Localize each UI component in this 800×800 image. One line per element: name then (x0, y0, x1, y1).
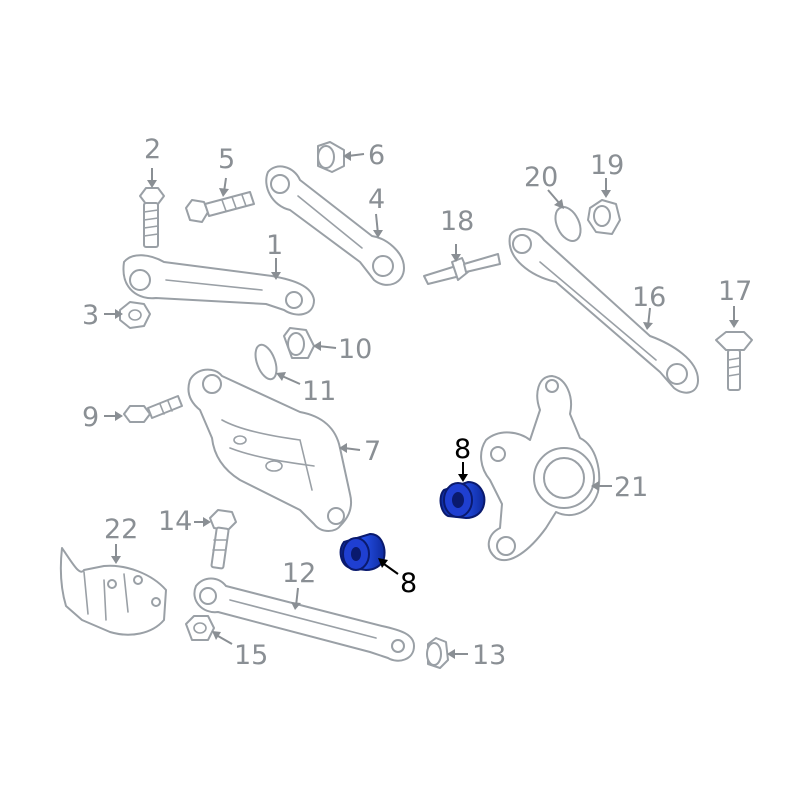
part-12-lateral-link[interactable] (193, 577, 415, 662)
callout-11: 11 (302, 376, 336, 407)
part-13-sleeve[interactable] (426, 637, 449, 669)
leader-lines (104, 151, 739, 659)
callout-5: 5 (218, 144, 235, 175)
callout-19: 19 (590, 150, 624, 181)
callout-21: 21 (614, 472, 648, 503)
callout-22: 22 (104, 514, 138, 545)
callout-10: 10 (338, 334, 372, 365)
callout-7: 7 (364, 436, 381, 467)
part-14-bolt[interactable] (209, 509, 237, 570)
callout-9: 9 (82, 402, 99, 433)
callout-12: 12 (282, 558, 316, 589)
part-5-bolt[interactable] (185, 191, 255, 223)
part-17-bolt[interactable] (715, 331, 753, 391)
part-1-control-arm[interactable] (122, 254, 315, 316)
part-2-bolt[interactable] (139, 187, 165, 248)
callout-3: 3 (82, 300, 99, 331)
callout-4: 4 (368, 184, 385, 215)
callout-8-upper: 8 (454, 434, 471, 465)
callout-6: 6 (368, 140, 385, 171)
part-10-sleeve[interactable] (283, 327, 315, 359)
callout-14: 14 (158, 506, 192, 537)
callout-1: 1 (266, 230, 283, 261)
part-7-trailing-arm[interactable] (187, 368, 352, 532)
callout-17: 17 (718, 276, 752, 307)
callout-20: 20 (524, 162, 558, 193)
part-3-nut[interactable] (119, 301, 151, 329)
part-6-nut[interactable] (317, 141, 345, 173)
callout-8-lower: 8 (400, 568, 417, 599)
part-11-washer[interactable] (251, 342, 280, 382)
callout-13: 13 (472, 640, 506, 671)
callout-15: 15 (234, 640, 268, 671)
callout-18: 18 (440, 206, 474, 237)
part-20-washer[interactable] (550, 203, 585, 245)
part-9-bolt[interactable] (123, 395, 183, 423)
part-16-control-arm[interactable] (508, 228, 699, 394)
callout-16: 16 (632, 282, 666, 313)
callout-labels: 1 2 3 4 5 6 7 8 8 9 10 11 12 13 14 15 16… (82, 134, 752, 671)
part-18-bolt[interactable] (423, 253, 501, 285)
part-8-bushing-left[interactable] (339, 532, 386, 572)
part-15-nut[interactable] (185, 615, 215, 641)
part-8-bushing-right[interactable] (439, 480, 486, 520)
part-22-shield[interactable] (59, 547, 167, 636)
callout-2: 2 (144, 134, 161, 165)
part-4-control-arm[interactable] (265, 165, 405, 286)
part-19-nut[interactable] (587, 199, 621, 235)
part-21-wheel-carrier[interactable] (480, 375, 601, 561)
